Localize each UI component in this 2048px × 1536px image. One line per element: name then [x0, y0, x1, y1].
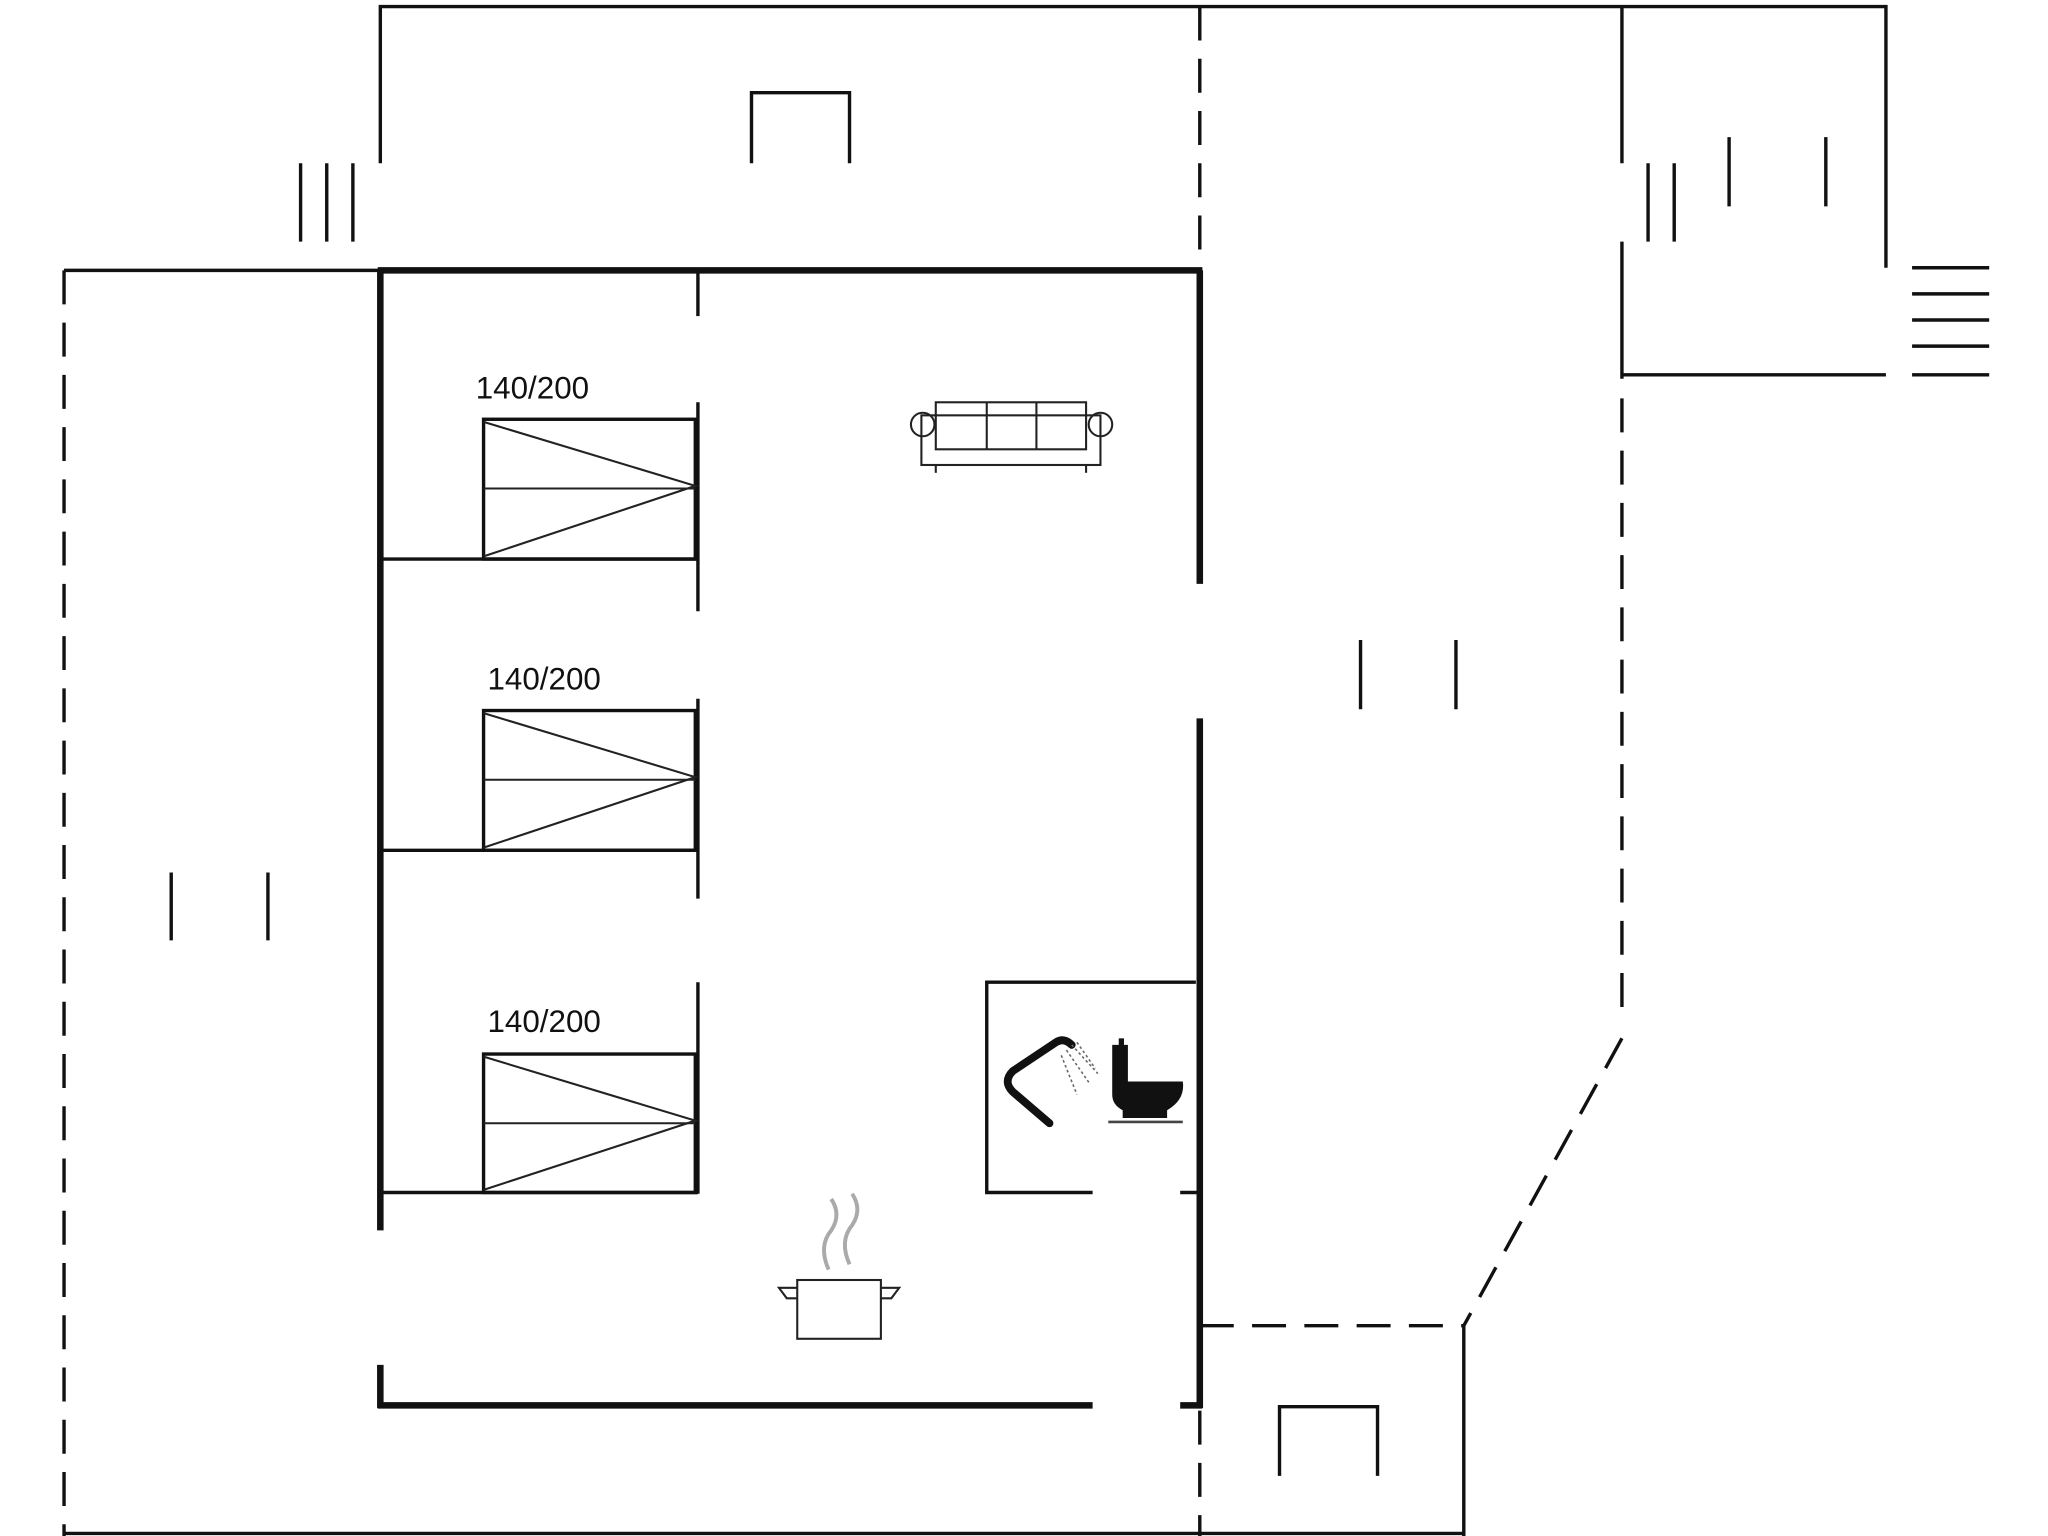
window-marks	[169, 137, 1990, 941]
cooking-pot-icon	[776, 1192, 902, 1340]
bed-size-label: 140/200	[487, 1004, 600, 1039]
stairs-icon	[749, 91, 1380, 1476]
sofa-icon	[909, 401, 1114, 473]
shower-icon	[1003, 1036, 1099, 1128]
bed-size-label: 140/200	[487, 662, 600, 697]
bed-3: 140/200	[481, 1004, 699, 1195]
bed-1: 140/200	[476, 370, 699, 561]
toilet-icon	[1108, 1038, 1184, 1124]
exterior-walls	[62, 4, 1888, 1536]
bathroom	[985, 980, 1200, 1195]
bed-2: 140/200	[481, 662, 699, 852]
house-walls	[377, 267, 1204, 1409]
bed-size-label: 140/200	[476, 370, 589, 405]
